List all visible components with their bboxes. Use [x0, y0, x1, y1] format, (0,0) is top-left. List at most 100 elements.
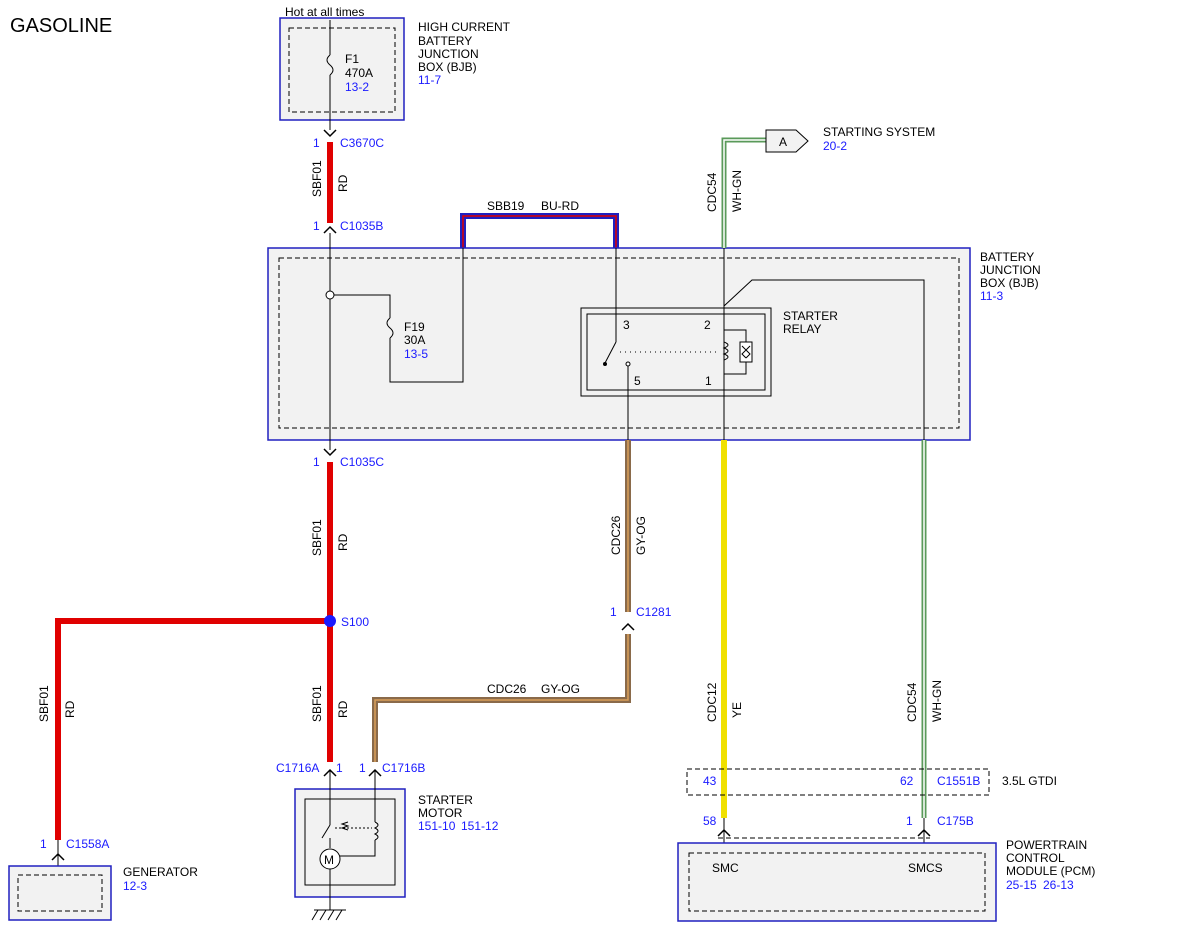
starter-motor: M STARTER MOTOR 151-10 151-12 — [294, 770, 499, 910]
generator: GENERATOR 12-3 — [8, 865, 198, 921]
wire-sbf01-circuit-2: SBF01 — [310, 519, 324, 556]
wire-cdc26-circuit: CDC26 — [609, 515, 623, 555]
c1551b-pin-left: 43 — [703, 774, 717, 788]
wire-cdc54-upper-color: WH-GN — [730, 170, 744, 212]
c1716a-label: C1716A — [276, 761, 319, 775]
starting-system-name: STARTING SYSTEM — [823, 125, 935, 139]
s100-label: S100 — [341, 615, 369, 629]
c1035c-label: C1035C — [340, 455, 384, 469]
c1551b-box — [686, 768, 990, 796]
c1281-pin: 1 — [610, 605, 617, 619]
wire-sbf01-color-3: RD — [336, 700, 350, 718]
wire-cdc26-color-2: GY-OG — [541, 682, 580, 696]
c1716a-pin: 1 — [336, 761, 343, 775]
c175b-pin-left: 58 — [703, 814, 717, 828]
connector-arrow-icon — [323, 225, 337, 234]
c1716b-label: C1716B — [382, 761, 425, 775]
wire-sbf01-circuit-4: SBF01 — [37, 685, 51, 722]
c3670c-pin: 1 — [313, 136, 320, 150]
connector-arrow-icon — [323, 129, 337, 138]
generator-name: GENERATOR — [123, 865, 198, 879]
battery-junction-box: BATTERY JUNCTION BOX (BJB) 11-3 — [267, 247, 1041, 441]
hcbjb-name-3: JUNCTION — [418, 47, 479, 61]
wire-cdc12-color: YE — [730, 702, 744, 718]
connector-arrow-icon — [621, 622, 635, 631]
hcbjb-name-4: BOX (BJB) — [418, 60, 477, 74]
pcm-ref-1: 25-15 — [1006, 878, 1037, 892]
relay-coil-icon — [722, 341, 729, 361]
wire-sbf01-color-2: RD — [336, 533, 350, 551]
fuse-f19-id: F19 — [404, 320, 425, 334]
wire-sbb19-stripe — [462, 215, 617, 248]
generator-ref: 12-3 — [123, 879, 147, 893]
wire-sbf01-color-4: RD — [63, 700, 77, 718]
high-current-bjb: F1 470A 13-2 HIGH CURRENT BATTERY JUNCTI… — [279, 17, 511, 130]
c1558a-pin: 1 — [40, 837, 47, 851]
c1551b-pin-right: 62 — [900, 774, 914, 788]
relay-switch-icon — [604, 341, 617, 364]
bjb-name-2: JUNCTION — [980, 263, 1041, 277]
pcm-module: SMC SMCS POWERTRAIN CONTROL MODULE (PCM)… — [677, 838, 1095, 922]
wire-sbf01-generator — [55, 618, 330, 840]
c1716b-pin: 1 — [359, 761, 366, 775]
wire-sbf01-circuit-3: SBF01 — [310, 685, 324, 722]
starter-name-2: MOTOR — [418, 806, 463, 820]
relay-pin-1: 1 — [705, 374, 712, 388]
starter-solenoid-icon — [373, 821, 379, 841]
ground-icon — [311, 909, 346, 921]
starting-system-flag-icon — [765, 129, 809, 153]
svg-text:M: M — [324, 853, 334, 867]
c1558a-label: C1558A — [66, 837, 109, 851]
pcm-name-1: POWERTRAIN — [1006, 838, 1087, 852]
c3670c-label: C3670C — [340, 136, 384, 150]
c1035b-pin: 1 — [313, 219, 320, 233]
c1281-label: C1281 — [636, 605, 672, 619]
starter-ref-1: 151-10 — [418, 819, 456, 833]
c1035b-label: C1035B — [340, 219, 383, 233]
pcm-pin-smc: SMC — [712, 861, 739, 875]
c1551b-note: 3.5L GTDI — [1002, 774, 1057, 788]
pcm-name-2: CONTROL — [1006, 851, 1065, 865]
pcm-ref-2: 26-13 — [1043, 878, 1074, 892]
relay-pin-3: 3 — [623, 318, 630, 332]
wire-cdc12-circuit: CDC12 — [705, 682, 719, 722]
bjb-ref: 11-3 — [980, 289, 1003, 303]
relay-pin-2: 2 — [704, 318, 711, 332]
fuse-f19-icon — [386, 317, 394, 339]
wire-sbf01-color: RD — [336, 174, 350, 192]
starting-system-flag: A — [779, 135, 787, 149]
relay-name-2: RELAY — [783, 322, 821, 336]
wire-sbb19-circuit: SBB19 — [487, 199, 525, 213]
starter-switch-icon — [321, 824, 331, 839]
fuse-f1-id: F1 — [345, 52, 359, 66]
starter-relay: STARTER RELAY 3 2 5 1 — [580, 248, 838, 440]
pcm-name-3: MODULE (PCM) — [1006, 864, 1095, 878]
splice-s100-icon — [324, 615, 336, 627]
bjb-name-1: BATTERY — [980, 250, 1034, 264]
hcbjb-ref: 11-7 — [418, 73, 441, 87]
relay-diode-icon — [739, 341, 753, 363]
c1035c-pin: 1 — [313, 455, 320, 469]
relay-name-1: STARTER — [783, 309, 838, 323]
wire-cdc54-lower-circuit: CDC54 — [905, 682, 919, 722]
bjb-smcs-line — [723, 279, 925, 440]
starter-ref-2: 151-12 — [461, 819, 499, 833]
wire-sbb19-color: BU-RD — [541, 199, 579, 213]
fuse-f1-rating: 470A — [345, 66, 373, 80]
wire-sbf01-circuit: SBF01 — [310, 160, 324, 197]
bjb-name-3: BOX (BJB) — [980, 276, 1039, 290]
splice-point-icon — [325, 290, 335, 300]
c175b-pin: 1 — [906, 814, 913, 828]
wire-cdc54-upper-circuit: CDC54 — [705, 172, 719, 212]
fuse-f19-rating: 30A — [404, 333, 425, 347]
page-title: GASOLINE — [10, 15, 112, 37]
hcbjb-name-1: HIGH CURRENT — [418, 20, 511, 34]
wire-cdc26-lower — [372, 634, 631, 762]
pcm-pin-smcs: SMCS — [908, 861, 943, 875]
connector-arrow-icon — [323, 448, 337, 457]
hcbjb-name-2: BATTERY — [418, 34, 472, 48]
wire-cdc26-color: GY-OG — [634, 516, 648, 555]
wire-cdc26-circuit-2: CDC26 — [487, 682, 527, 696]
starting-system-ref: 20-2 — [823, 139, 847, 153]
